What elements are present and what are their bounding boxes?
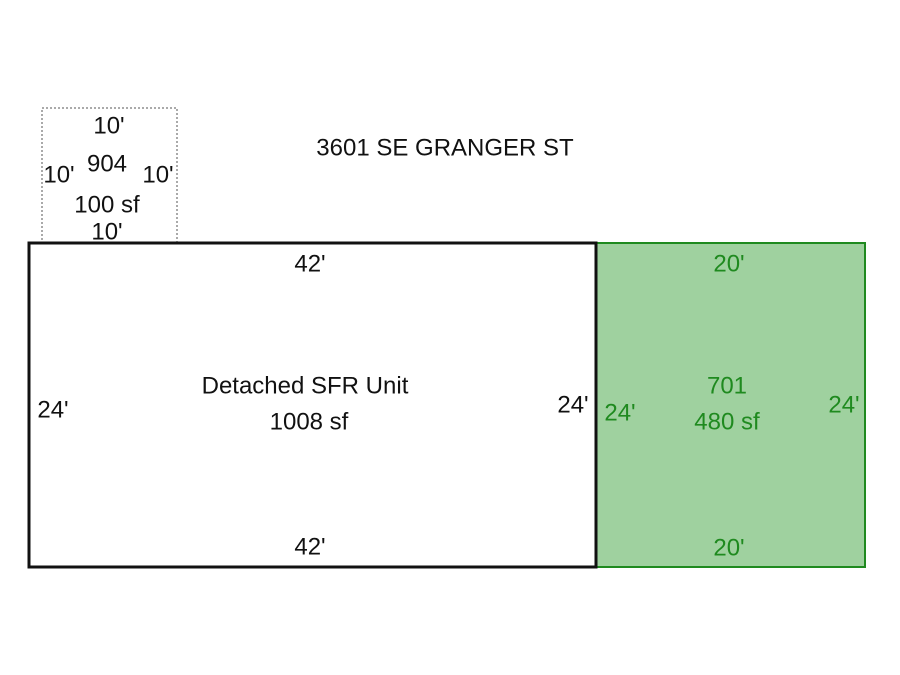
area-701-code: 701: [707, 372, 747, 399]
main-unit-label: Detached SFR Unit: [202, 372, 409, 399]
main-left-dim: 24': [37, 396, 68, 423]
main-bottom-dim: 42': [294, 533, 325, 560]
address-title: 3601 SE GRANGER ST: [316, 134, 574, 161]
area-904-left-dim: 10': [43, 161, 74, 188]
area-701-size: 480 sf: [694, 408, 760, 435]
area-904-top-dim: 10': [93, 112, 124, 139]
area-701-left-dim: 24': [604, 399, 635, 426]
area-701-shape: [595, 242, 866, 568]
area-904-bottom-dim: 10': [91, 218, 122, 245]
main-unit-shape: [27, 241, 598, 569]
area-904-size: 100 sf: [74, 191, 140, 218]
area-701-right-dim: 24': [828, 391, 859, 418]
area-904-right-dim: 10': [142, 161, 173, 188]
main-right-dim: 24': [557, 391, 588, 418]
main-top-dim: 42': [294, 250, 325, 277]
area-701-bottom-dim: 20': [713, 534, 744, 561]
main-unit-size: 1008 sf: [270, 408, 349, 435]
area-701-top-dim: 20': [713, 250, 744, 277]
area-904-code: 904: [87, 150, 127, 177]
